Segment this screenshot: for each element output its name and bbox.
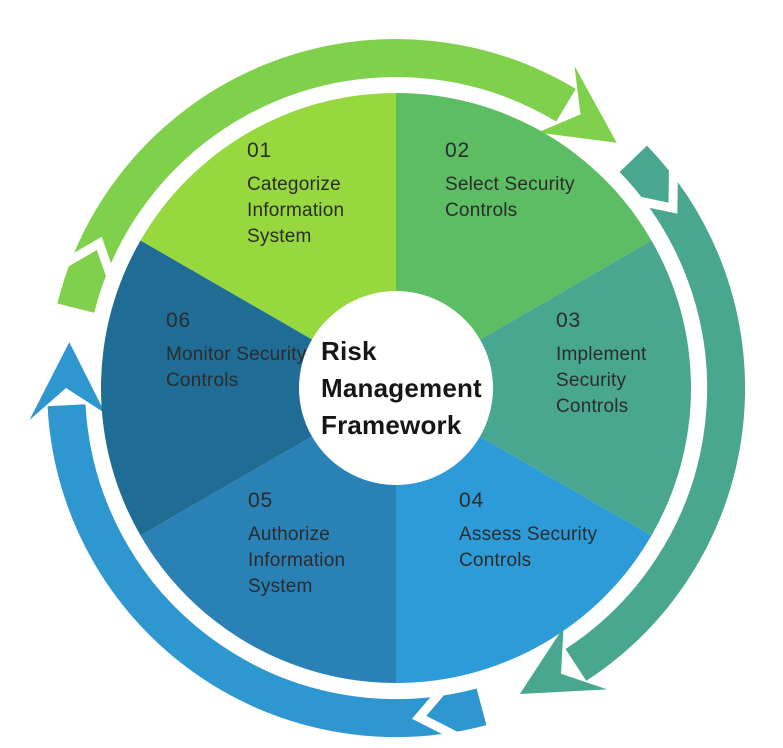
segment-number: 02 [445, 139, 470, 162]
chevron-notch-icon [43, 236, 123, 300]
segment-title: Assess Security Controls [459, 524, 598, 572]
cycle-arrow-blue-arc [47, 404, 487, 738]
segment-wedge-04 [396, 388, 652, 683]
segment-number: 03 [556, 309, 581, 332]
chevron-notch-icon [615, 146, 679, 214]
segment-title: Implement Security Controls [556, 344, 647, 418]
segment-label-04: 04 Assess Security Controls [459, 489, 604, 574]
segment-wedge-01 [140, 93, 396, 388]
chevron-notch-icon [411, 670, 474, 748]
segment-wedge-03 [396, 240, 692, 536]
segment-title: Select Security Controls [445, 174, 575, 222]
center-title-line-3: Framework [321, 409, 462, 440]
cycle-arrowhead-blue-icon [29, 342, 106, 420]
cycle-arrowhead-green-icon [537, 66, 617, 143]
segment-label-03: 03 Implement Security Controls [556, 309, 701, 421]
segment-title: Categorize Information System [247, 174, 345, 248]
segment-title: Authorize Information System [248, 524, 346, 598]
cycle-arrow-green-arc [57, 39, 576, 313]
center-hub-circle [299, 291, 493, 485]
cycle-arrowhead-teal-icon [519, 627, 608, 694]
cycle-arrow-teal-arc [565, 145, 746, 681]
center-title-line-2: Management [321, 372, 482, 403]
segment-number: 01 [247, 139, 272, 162]
segment-label-06: 06 Monitor Security Controls [166, 309, 311, 394]
segment-wedge-02 [396, 93, 652, 388]
segment-number: 04 [459, 489, 484, 512]
segment-title: Monitor Security Controls [166, 344, 307, 392]
segment-label-05: 05 Authorize Information System [248, 489, 393, 601]
center-title: Risk Management Framework [321, 333, 482, 444]
segment-number: 06 [166, 309, 191, 332]
segment-wedge-05 [140, 388, 396, 683]
segment-label-01: 01 Categorize Information System [247, 139, 392, 251]
segment-label-02: 02 Select Security Controls [445, 139, 590, 224]
center-title-line-1: Risk [321, 336, 377, 366]
segment-number: 05 [248, 489, 273, 512]
segment-wedge-06 [100, 240, 397, 536]
